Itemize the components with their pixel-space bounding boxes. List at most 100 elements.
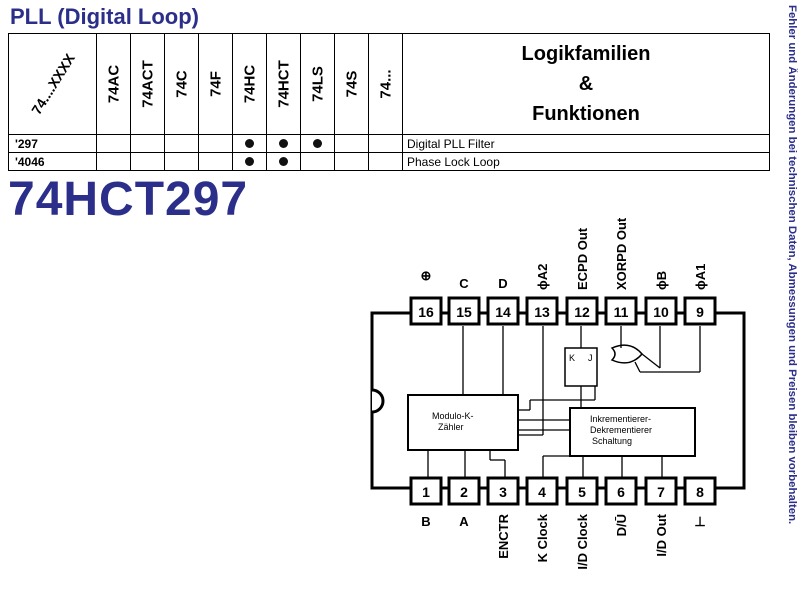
disclaimer-note: Fehler und Änderungen bei technischen Da… xyxy=(786,5,798,525)
family-availability-cell xyxy=(368,134,403,153)
pin-number: 12 xyxy=(574,304,590,320)
package-notch xyxy=(371,388,385,414)
family-label: 74HC xyxy=(241,64,258,104)
table-row: '4046 Phase Lock Loop xyxy=(8,152,770,171)
logic-family-table: 74....XXXX 74AC 74ACT 74C 74F 74HC 74HCT… xyxy=(8,33,770,171)
top-pin: 11 XORPD Out xyxy=(604,217,638,326)
family-availability-cell xyxy=(96,152,131,171)
available-dot xyxy=(279,138,288,148)
pin-label: XORPD Out xyxy=(614,217,629,290)
pin-label: K Clock xyxy=(535,513,550,562)
ic-pinout-diagram: Modulo-K- Zähler Inkrementierer- Dekreme… xyxy=(370,217,746,570)
part-code-cell: '4046 xyxy=(8,152,97,171)
top-pin: 16⊕ xyxy=(409,268,443,326)
pin-number: 9 xyxy=(696,304,704,320)
family-availability-cell xyxy=(266,134,301,153)
incdec-label: Schaltung xyxy=(592,436,632,446)
pin-label: ENCTR xyxy=(496,513,511,558)
pin-label: B xyxy=(421,514,430,529)
pin-label: ϕA1 xyxy=(693,264,708,290)
pin-number: 3 xyxy=(499,484,507,500)
bottom-pin: 4 K Clock xyxy=(525,476,559,562)
family-label: 74HCT xyxy=(275,60,292,108)
top-pin: 9 ϕA1 xyxy=(683,264,717,326)
family-label: 74S xyxy=(343,70,360,98)
bottom-pin: 2A xyxy=(447,476,481,529)
top-pin: 13 ϕA2 xyxy=(525,264,559,326)
family-label: 74F xyxy=(207,71,224,97)
ground-icon: ⊥ xyxy=(694,514,705,529)
jk-flipflop-block xyxy=(564,347,598,387)
pin-label: I/D Clock xyxy=(575,513,590,569)
bottom-pin: 1B xyxy=(409,476,443,529)
family-header: 74ACT xyxy=(130,33,165,135)
top-pin: 10 ϕB xyxy=(644,271,678,326)
top-pin: 12 ECPD Out xyxy=(565,227,599,326)
family-availability-cell xyxy=(130,152,165,171)
pin-number: 16 xyxy=(418,304,434,320)
family-header: 74AC xyxy=(96,33,131,135)
top-pin: 14 D xyxy=(486,276,520,326)
section-title: PLL (Digital Loop) xyxy=(10,4,200,29)
pin-label: ECPD Out xyxy=(575,227,590,290)
available-dot xyxy=(245,138,254,148)
heading-line: Logikfamilien xyxy=(521,43,651,65)
family-availability-cell xyxy=(198,134,233,153)
available-dot xyxy=(245,156,254,166)
family-header: 74LS xyxy=(300,33,335,135)
available-dot xyxy=(279,156,288,166)
family-header: 74S xyxy=(334,33,369,135)
heading-line: & xyxy=(578,73,594,95)
bottom-pin: 8⊥ xyxy=(683,476,717,529)
family-header: 74HC xyxy=(232,33,267,135)
modulo-k-counter-block xyxy=(407,394,519,451)
family-header: 74C xyxy=(164,33,199,135)
pin-number: 4 xyxy=(538,484,546,500)
pin-label: D xyxy=(498,276,507,291)
pin-number: 8 xyxy=(696,484,704,500)
pin-number: 6 xyxy=(617,484,625,500)
bottom-pin: 5I/D Clock xyxy=(565,476,599,570)
pin-number: 10 xyxy=(653,304,669,320)
family-availability-cell xyxy=(300,152,335,171)
pin-label: I/D Out xyxy=(654,513,669,556)
top-pin: 15 C xyxy=(447,276,481,326)
family-availability-cell xyxy=(300,134,335,153)
corner-header: 74....XXXX xyxy=(8,33,97,135)
function-cell: Phase Lock Loop xyxy=(402,152,770,171)
pin-number: 1 xyxy=(422,484,430,500)
family-header: 74F xyxy=(198,33,233,135)
functions-heading: Logikfamilien & Funktionen xyxy=(402,33,770,135)
family-availability-cell xyxy=(232,152,267,171)
pin-number: 7 xyxy=(657,484,665,500)
counter-label: Zähler xyxy=(438,422,464,432)
incdec-label: Dekrementierer xyxy=(590,425,652,435)
table-header-row: 74....XXXX 74AC 74ACT 74C 74F 74HC 74HCT… xyxy=(8,33,770,135)
inc-dec-circuit-block xyxy=(569,407,696,457)
pin-label: ϕA2 xyxy=(535,264,550,290)
available-dot xyxy=(313,138,322,148)
family-availability-cell xyxy=(164,152,199,171)
family-availability-cell xyxy=(266,152,301,171)
bottom-pin: 7I/D Out xyxy=(644,476,678,557)
family-availability-cell xyxy=(164,134,199,153)
pin-number: 2 xyxy=(460,484,468,500)
family-availability-cell xyxy=(198,152,233,171)
pin-label: ϕB xyxy=(654,271,669,290)
pin-number: 11 xyxy=(614,304,629,320)
heading-line: Funktionen xyxy=(532,103,640,125)
family-label: 74C xyxy=(173,70,190,98)
pin-number: 13 xyxy=(534,304,550,320)
flipflop-k-label: K xyxy=(569,353,575,363)
xor-gate xyxy=(610,344,643,364)
pin-number: 15 xyxy=(456,304,472,320)
family-availability-cell xyxy=(334,152,369,171)
family-label: 74AC xyxy=(105,64,122,104)
family-availability-cell xyxy=(232,134,267,153)
family-availability-cell xyxy=(130,134,165,153)
pin-number: 14 xyxy=(495,304,511,320)
family-availability-cell xyxy=(334,134,369,153)
pin-label: C xyxy=(459,276,469,291)
